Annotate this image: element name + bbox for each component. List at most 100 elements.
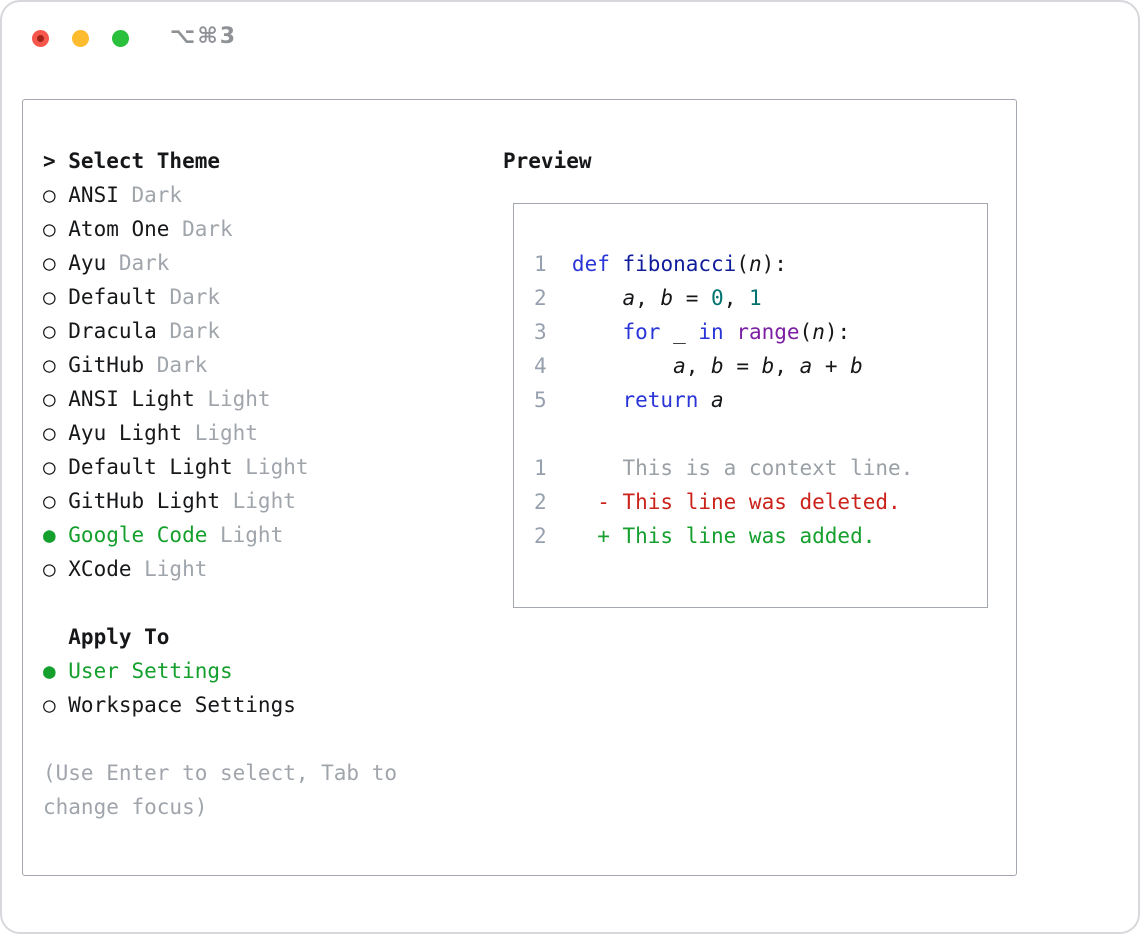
code-line: 2 a, b = 0, 1	[534, 281, 969, 315]
code-token	[698, 388, 711, 412]
line-number: 4	[534, 354, 547, 378]
apply-to-heading: Apply To	[68, 625, 170, 649]
line-number: 2	[534, 490, 547, 514]
code-token: ,	[685, 354, 712, 378]
theme-variant: Dark	[156, 285, 221, 309]
theme-item-google-code[interactable]: ● Google Code Light	[43, 518, 423, 552]
theme-item-atom-one[interactable]: ○ Atom One Dark	[43, 212, 423, 246]
select-theme-title: Select Theme	[68, 149, 220, 173]
line-number: 2	[534, 286, 547, 310]
code-token: _	[660, 320, 699, 344]
code-token	[572, 320, 623, 344]
select-theme-heading: > Select Theme	[43, 144, 423, 178]
theme-item-ayu[interactable]: ○Ayu Dark	[43, 246, 423, 280]
code-token	[610, 252, 623, 276]
radio-icon: ○	[43, 285, 56, 309]
code-token: def	[571, 252, 610, 276]
code-token	[572, 354, 673, 378]
code-token: ,	[635, 286, 661, 310]
diff-line-added: 2 + This line was added.	[534, 519, 969, 553]
line-number: 2	[534, 524, 547, 548]
code-token: b	[761, 354, 775, 378]
code-token: =	[673, 286, 712, 310]
code-token: (	[799, 320, 813, 344]
theme-name: ANSI	[68, 183, 119, 207]
radio-icon: ○	[43, 183, 56, 207]
theme-list: ○ANSI Dark○Atom One Dark○Ayu Dark○Defaul…	[43, 178, 423, 586]
code-token: a	[673, 354, 686, 378]
code-token	[572, 286, 623, 310]
radio-icon: ○	[43, 455, 56, 479]
radio-icon: ○	[43, 489, 56, 513]
theme-name: Google Code	[68, 523, 208, 547]
theme-item-default[interactable]: ○ Default Dark	[43, 280, 423, 314]
theme-variant: Dark	[144, 353, 208, 377]
code-token: 1	[749, 286, 762, 310]
code-token: for	[622, 320, 661, 344]
code-token	[572, 388, 623, 412]
line-number: 3	[534, 320, 547, 344]
apply-to-section: Apply To ●User Settings○Workspace Settin…	[43, 620, 423, 722]
code-line: 3 for _ in range(n):	[534, 315, 969, 349]
apply-option-workspace-settings[interactable]: ○Workspace Settings	[43, 688, 423, 722]
theme-item-ansi-light[interactable]: ○ ANSI Light Light	[43, 382, 423, 416]
theme-name: Ayu	[68, 251, 107, 275]
theme-name: GitHub Light	[68, 489, 220, 513]
code-token	[724, 320, 737, 344]
radio-icon: ○	[43, 353, 56, 377]
code-token: fibonacci	[622, 252, 737, 276]
theme-picker: >Select Theme ○ANSI Dark○Atom One Dark○A…	[43, 144, 423, 824]
help-text: (Use Enter to select, Tab to change focu…	[43, 761, 398, 819]
theme-item-xcode[interactable]: ○XCode Light	[43, 552, 423, 586]
diff-line-context: 1 This is a context line.	[534, 451, 969, 485]
code-token: in	[698, 320, 724, 344]
titlebar: ⌥⌘3	[2, 2, 1138, 74]
code-token: a	[711, 388, 724, 412]
theme-variant: Light	[207, 523, 284, 547]
radio-icon: ○	[43, 217, 56, 241]
code-token: a	[799, 354, 813, 378]
code-token: b	[850, 354, 863, 378]
theme-variant: Dark	[106, 251, 170, 275]
theme-item-ayu-light[interactable]: ○Ayu Light Light	[43, 416, 423, 450]
theme-variant: Light	[232, 455, 309, 479]
preview-heading: Preview	[503, 149, 592, 173]
apply-option-user-settings[interactable]: ●User Settings	[43, 654, 423, 688]
code-token: b	[660, 286, 674, 310]
theme-name: ANSI Light	[68, 387, 195, 411]
traffic-lights	[32, 30, 129, 47]
radio-icon: ○	[43, 421, 56, 445]
minimize-button[interactable]	[72, 30, 89, 47]
keyboard-shortcut-label: ⌥⌘3	[170, 24, 238, 49]
code-token: +	[812, 354, 851, 378]
radio-icon: ○	[43, 693, 56, 717]
theme-item-github[interactable]: ○GitHub Dark	[43, 348, 423, 382]
theme-name: Atom One	[68, 217, 170, 241]
radio-icon: ○	[43, 557, 56, 581]
zoom-button[interactable]	[112, 30, 129, 47]
code-token: return	[622, 388, 699, 412]
theme-variant: Light	[194, 387, 271, 411]
code-line: 5 return a	[534, 383, 969, 417]
prompt-icon: >	[43, 149, 56, 173]
theme-item-github-light[interactable]: ○GitHub Light Light	[43, 484, 423, 518]
line-number: 1	[534, 252, 547, 276]
theme-item-default-light[interactable]: ○Default Light Light	[43, 450, 423, 484]
theme-name: Default	[68, 285, 157, 309]
radio-icon: ○	[43, 387, 56, 411]
radio-selected-icon: ●	[43, 523, 56, 547]
theme-variant: Dark	[169, 217, 233, 241]
close-button[interactable]	[32, 30, 49, 47]
diff-text: This is a context line.	[571, 456, 914, 480]
theme-variant: Dark	[118, 183, 183, 207]
code-token: ):	[824, 320, 851, 344]
theme-item-dracula[interactable]: ○Dracula Dark	[43, 314, 423, 348]
code-token: b	[711, 354, 724, 378]
diff-preview: 1 This is a context line.2 - This line w…	[534, 451, 969, 553]
theme-variant: Light	[182, 421, 258, 445]
theme-item-ansi[interactable]: ○ ANSI Dark	[43, 178, 423, 212]
